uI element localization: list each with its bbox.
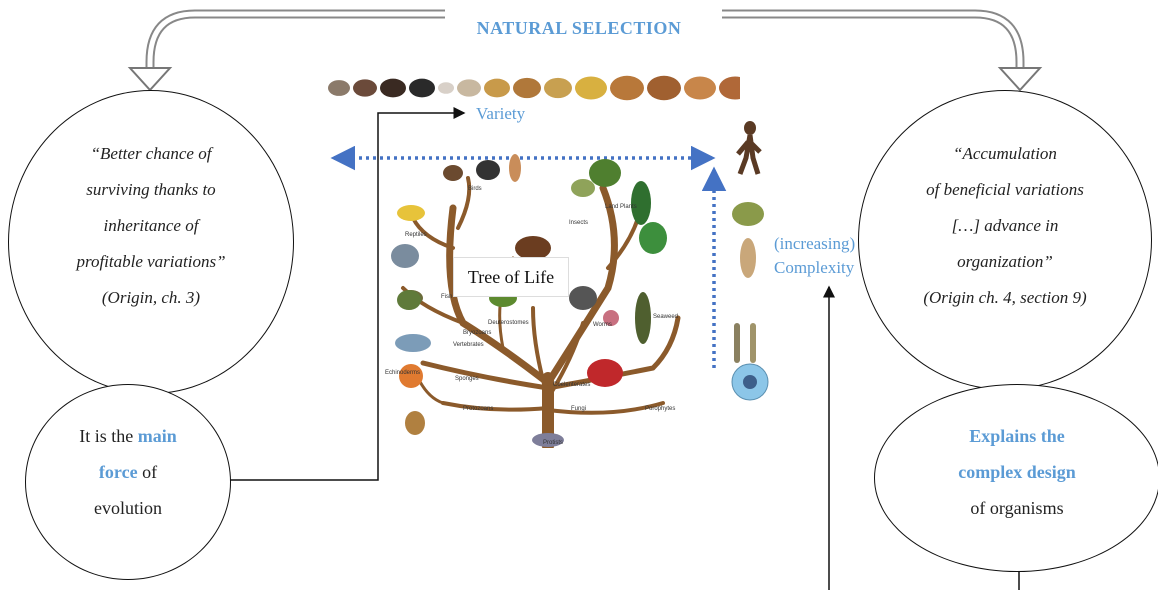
snail-shell (575, 76, 607, 99)
snail-shell (353, 79, 377, 96)
right-claim-highlight-complex-design: complex design (884, 454, 1150, 490)
snail-shell (647, 76, 681, 100)
tree-branch-label: Porophytes (645, 406, 675, 412)
tree-branch-label: Birds (468, 186, 482, 192)
natural-selection-title: NATURAL SELECTION (0, 18, 1158, 39)
snail-shell (380, 79, 406, 98)
frog-figure (732, 202, 764, 226)
tree-branch-label: Echinoderms (385, 370, 420, 376)
tree-branch-label: Land Plants (605, 204, 637, 210)
left-claim-prefix: It is the (79, 426, 138, 446)
right-claim-highlight-explains: Explains the (884, 418, 1150, 454)
right-quote: “Accumulation of beneficial variations [… (868, 136, 1142, 316)
tree-branch-label: Deuterostomes (488, 320, 529, 326)
snail-shell-row (320, 68, 740, 108)
tree-branch-label: Bryozoans (463, 330, 491, 336)
tree-branch-label: Insects (569, 220, 588, 226)
tree-branch-label: Sponges (455, 376, 479, 382)
human-figure (744, 121, 756, 135)
tree-branch-label: Protozoans (463, 406, 493, 412)
snail-shell (438, 82, 454, 94)
tree-branch-label: Protists (543, 440, 563, 446)
tree-branch-label: Vertebrates (453, 342, 484, 348)
tree-of-life-label: Tree of Life (453, 257, 569, 297)
insect-larva (740, 238, 756, 278)
right-claim-of-organisms: of organisms (884, 490, 1150, 526)
complexity-label-line2: Complexity (774, 256, 855, 280)
tree-branch-label: Fungi (571, 406, 586, 412)
right-quote-source: (Origin ch. 4, section 9) (868, 280, 1142, 316)
left-quote-line: surviving thanks to (28, 172, 274, 208)
snail-shell (457, 79, 481, 96)
tree-branch-label: Worms (593, 322, 612, 328)
variety-label: Variety (476, 104, 525, 124)
cell-illustration (728, 358, 774, 408)
right-arrow-head (1000, 68, 1040, 90)
snail-shell (544, 78, 572, 98)
right-quote-line: of beneficial variations (868, 172, 1142, 208)
snail-shell (328, 80, 350, 96)
tree-of-life-illustration: BirdsMammalsReptilesInsectsLand PlantsFi… (383, 148, 713, 448)
snail-shell (409, 79, 435, 98)
left-arrow-head (130, 68, 170, 90)
snail-shell (610, 76, 644, 100)
left-quote-line: profitable variations” (28, 244, 274, 280)
tree-branch-label: Seaweed (653, 314, 678, 320)
complexity-label: (increasing) Complexity (774, 232, 855, 280)
snail-shell (484, 79, 510, 98)
left-quote-source: (Origin, ch. 3) (28, 280, 274, 316)
left-claim: It is the main force of evolution (35, 418, 221, 526)
left-claim-evolution: evolution (35, 490, 221, 526)
complexity-organism-column (728, 118, 774, 378)
tree-branch-label: Fish (441, 294, 452, 300)
left-quote: “Better chance of surviving thanks to in… (28, 136, 274, 316)
left-claim-of: of (138, 462, 158, 482)
right-claim: Explains the complex design of organisms (884, 418, 1150, 526)
snail-shell (513, 78, 541, 98)
tree-branch-label: Coelenterates (553, 382, 590, 388)
right-quote-line: “Accumulation (868, 136, 1142, 172)
left-claim-highlight-main: main (138, 426, 177, 446)
snail-shell (684, 76, 716, 99)
left-quote-line: inheritance of (28, 208, 274, 244)
right-quote-line: organization” (868, 244, 1142, 280)
left-quote-line: “Better chance of (28, 136, 274, 172)
left-claim-highlight-force: force (99, 462, 138, 482)
complexity-label-line1: (increasing) (774, 232, 855, 256)
right-quote-line: […] advance in (868, 208, 1142, 244)
snail-shell (719, 76, 740, 99)
tree-branch-label: Reptiles (405, 232, 427, 238)
